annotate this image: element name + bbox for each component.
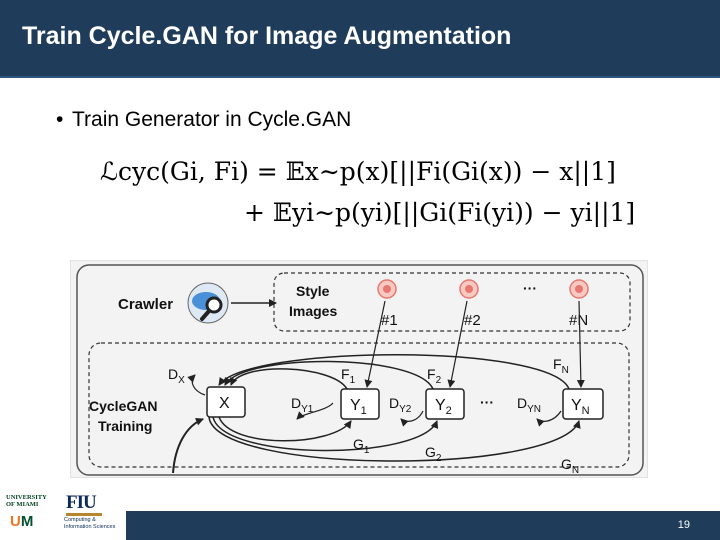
cyclegan-label-1: CycleGAN <box>89 398 157 414</box>
d-loop-yn <box>536 410 562 427</box>
um-logo-icon: UM <box>10 513 34 530</box>
style-image-icon-2 <box>459 279 479 299</box>
gn-arrow <box>208 416 581 462</box>
fiu-logo: FIU <box>66 492 97 513</box>
node-ellipsis: ··· <box>480 394 494 410</box>
x-node <box>206 386 246 418</box>
style-label-1: Style <box>296 283 330 299</box>
cyclegan-diagram: Crawler Style Images ··· #1 #2 #N CycleG… <box>70 260 648 478</box>
style-arrow-n <box>576 300 585 388</box>
f1-arrow <box>230 368 348 390</box>
f-label-1: F1 <box>341 366 356 386</box>
cyclegan-training-box <box>88 342 630 468</box>
cyclegan-label-2: Training <box>98 418 152 434</box>
style-id-1: #1 <box>381 312 398 329</box>
fiu-sub-1: Computing & <box>64 517 96 523</box>
style-label-2: Images <box>289 303 337 319</box>
yn-node-label: YN <box>571 397 590 417</box>
slide-title: Train Cycle.GAN for Image Augmentation <box>22 22 512 50</box>
formula-line-2: + 𝔼yi∼p(yi)[||Gi(Fi(yi)) − yi||1] <box>244 198 636 227</box>
fiu-sub-2: Information Sciences <box>64 523 116 530</box>
crawler-label: Crawler <box>118 296 173 313</box>
diagram-svg: Crawler Style Images ··· #1 #2 #N CycleG… <box>76 264 644 476</box>
f2-arrow <box>224 360 434 390</box>
yn-node <box>562 388 604 420</box>
y2-node <box>425 388 465 420</box>
d-label-x: DX <box>168 366 185 386</box>
formula-line-1: ℒcyc(Gi, Fi) = 𝔼x∼p(x)[||Fi(Gi(x)) − x||… <box>100 157 616 186</box>
style-ellipsis: ··· <box>523 280 537 296</box>
um-line-2: OF MIAMI <box>6 501 39 508</box>
d-loop-y2 <box>400 410 424 427</box>
g2-arrow <box>212 416 439 452</box>
cloud-search-icon <box>187 282 229 324</box>
style-id-n: #N <box>569 312 588 329</box>
input-arrow <box>172 417 204 474</box>
g-label-1: G1 <box>353 436 370 456</box>
f-label-2: F2 <box>427 366 442 386</box>
fiu-subtitle: Computing & Information Sciences <box>64 517 115 530</box>
bullet-dot: • <box>56 108 64 131</box>
footer-bar: 19 <box>126 511 720 540</box>
fn-arrow <box>218 354 570 390</box>
dx-loop <box>187 374 206 396</box>
style-image-icon-1 <box>377 279 397 299</box>
title-bar: Train Cycle.GAN for Image Augmentation <box>0 0 720 78</box>
g1-arrow <box>218 416 352 442</box>
logo-area <box>0 488 126 540</box>
f-label-n: FN <box>553 356 569 376</box>
style-id-2: #2 <box>464 312 481 329</box>
bullet-text: Train Generator in Cycle.GAN <box>72 108 352 131</box>
d-label-y1: DY1 <box>291 395 314 415</box>
y1-node-label: Y1 <box>350 397 367 417</box>
bullet-item: • Train Generator in Cycle.GAN <box>56 108 351 132</box>
style-image-icon-n <box>569 279 589 299</box>
g-label-2: G2 <box>425 444 442 464</box>
y2-node-label: Y2 <box>435 397 452 417</box>
um-line-1: UNIVERSITY <box>6 494 47 501</box>
style-arrow-1 <box>364 300 386 388</box>
um-logo-text: UNIVERSITY OF MIAMI <box>6 494 47 508</box>
d-label-yn: DYN <box>517 395 541 415</box>
page-number: 19 <box>677 519 690 531</box>
style-images-box <box>273 272 631 332</box>
style-arrow-2 <box>447 300 468 388</box>
y1-node <box>340 388 380 420</box>
d-label-y2: DY2 <box>389 395 412 415</box>
d-loop-y1 <box>296 402 334 420</box>
g-label-n: GN <box>561 456 579 476</box>
x-node-label: X <box>219 395 230 412</box>
fiu-logo-bar <box>66 513 102 516</box>
